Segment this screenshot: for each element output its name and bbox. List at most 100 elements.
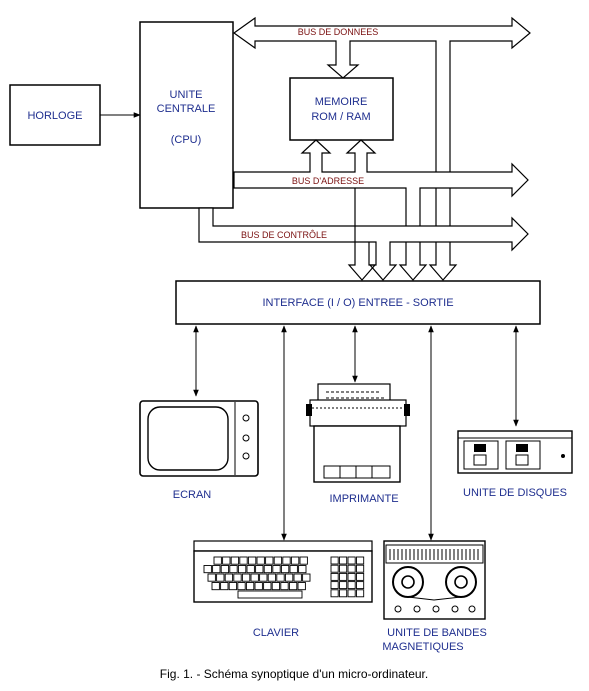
keyboard-key (259, 573, 268, 582)
keyboard-key (356, 589, 365, 598)
keyboard-key (356, 564, 365, 573)
keyboard-key (347, 564, 356, 573)
address-bus-label: BUS D'ADRESSE (292, 176, 364, 186)
keyboard-key (356, 581, 365, 590)
keyboard-key (237, 565, 247, 574)
keyboard-key (347, 572, 356, 581)
keyboard-key (263, 582, 272, 591)
disk-unit-icon (457, 430, 573, 474)
keyboard-key (347, 556, 356, 565)
keyboard-key (256, 556, 265, 565)
keyboard-key (356, 572, 365, 581)
interface-label: INTERFACE (I / O) ENTREE - SORTIE (262, 297, 453, 309)
keyboard-key (272, 565, 281, 574)
keyboard-key (290, 556, 300, 565)
keyboard-key (229, 565, 238, 574)
tape-unit-icon (383, 540, 486, 620)
keyboard-key (203, 565, 212, 574)
address-bus: BUS D'ADRESSE (233, 139, 529, 281)
keyboard-key (213, 556, 222, 565)
keyboard-key (330, 581, 339, 590)
keyboard-key (280, 582, 289, 591)
keyboard-key (239, 556, 248, 565)
printer-label: IMPRIMANTE (329, 493, 398, 505)
monitor-icon (139, 400, 259, 477)
keyboard-key (237, 590, 303, 599)
keyboard-key (284, 573, 294, 582)
keyboard-key (297, 582, 306, 591)
keyboard-key (265, 556, 274, 565)
cpu-block: UNITE CENTRALE (CPU) (139, 21, 234, 209)
control-bus-label: BUS DE CONTRÔLE (241, 230, 327, 240)
memory-label-line1: MEMOIRE (315, 96, 368, 108)
keyboard-key (271, 582, 281, 591)
keyboard-icon (193, 540, 373, 603)
keyboard-key (298, 565, 307, 574)
disk-unit-label: UNITE DE DISQUES (463, 487, 567, 499)
keyboard-key (276, 573, 285, 582)
memory-block: MEMOIRE ROM / RAM (289, 77, 394, 141)
keyboard-key (222, 556, 231, 565)
keyboard-key (241, 573, 251, 582)
keyboard-key (246, 565, 255, 574)
keyboard-key (339, 572, 348, 581)
keyboard-key (302, 573, 311, 582)
keyboard-key (330, 572, 339, 581)
keyboard-key (220, 565, 230, 574)
clock-label: HORLOGE (27, 110, 82, 122)
keyboard-key (207, 573, 216, 582)
cpu-label-line2: CENTRALE (157, 103, 216, 115)
memory-label-line2: ROM / RAM (311, 111, 370, 123)
screen-label: ECRAN (173, 489, 212, 501)
keyboard-key (273, 556, 283, 565)
keyboard-key (339, 564, 348, 573)
keyboard-key (237, 582, 246, 591)
keyboard-key (263, 565, 273, 574)
control-bus: BUS DE CONTRÔLE (198, 207, 529, 281)
tape-unit-label-line1: UNITE DE BANDES (387, 627, 487, 639)
keyboard-key (282, 556, 291, 565)
keyboard-key (245, 582, 255, 591)
keyboard-key (267, 573, 277, 582)
keyboard-key (228, 582, 238, 591)
keyboard-key (212, 565, 221, 574)
figure-caption: Fig. 1. - Schéma synoptique d'un micro-o… (160, 667, 428, 681)
interface-block: INTERFACE (I / O) ENTREE - SORTIE (175, 280, 541, 325)
keyboard-keys (203, 556, 365, 599)
keyboard-key (347, 589, 356, 598)
keyboard-key (339, 556, 348, 565)
keyboard-key (293, 573, 302, 582)
keyboard-key (250, 573, 259, 582)
data-bus: BUS DE DONNEES (232, 16, 531, 281)
clock-block: HORLOGE (9, 84, 101, 146)
keyboard-key (289, 565, 298, 574)
keyboard-key (216, 573, 225, 582)
keyboard-key (220, 582, 229, 591)
keyboard-key (233, 573, 242, 582)
keyboard-key (330, 564, 339, 573)
keyboard-key (224, 573, 234, 582)
keyboard-key (230, 556, 240, 565)
keyboard-key (356, 556, 365, 565)
cpu-label-line1: UNITE (170, 89, 203, 101)
keyboard-key (347, 581, 356, 590)
data-bus-label: BUS DE DONNEES (298, 27, 379, 37)
printer-icon (306, 383, 410, 483)
keyboard-key (299, 556, 308, 565)
keyboard-key (339, 581, 348, 590)
keyboard-key (280, 565, 290, 574)
keyboard-label: CLAVIER (253, 627, 299, 639)
memory-bus-link (347, 188, 377, 281)
keyboard-key (254, 582, 263, 591)
keyboard-key (330, 556, 339, 565)
keyboard-key (339, 589, 348, 598)
keyboard-key (330, 589, 339, 598)
keyboard-key (255, 565, 264, 574)
keyboard-key (247, 556, 257, 565)
tape-unit-label-line2: MAGNETIQUES (382, 641, 463, 653)
keyboard-key (288, 582, 298, 591)
keyboard-key (211, 582, 220, 591)
cpu-label-line3: (CPU) (171, 134, 202, 146)
